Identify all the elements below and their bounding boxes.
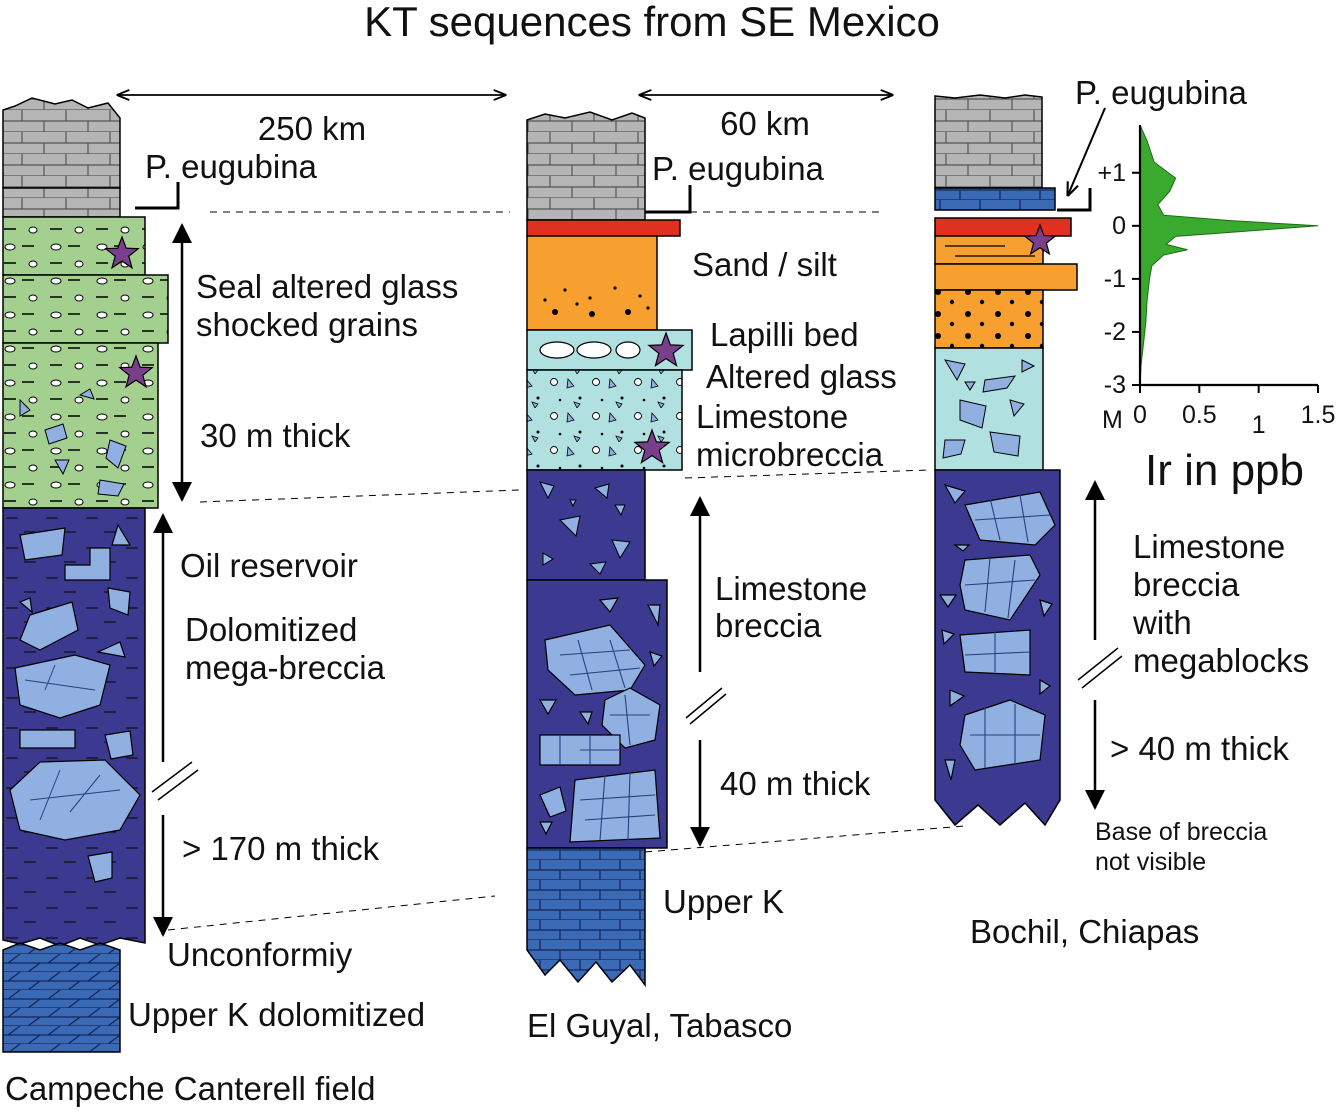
col3-orange-thin xyxy=(934,235,1044,265)
col3-breccia-label-4: megablocks xyxy=(1133,642,1309,679)
col1-site-name: Campeche Canterell field xyxy=(5,1070,376,1107)
col2-limestone-top xyxy=(526,111,646,221)
star-icon xyxy=(633,428,671,464)
iridium-x-label: Ir in ppb xyxy=(1145,446,1304,495)
col1-seal-layer-2 xyxy=(2,274,169,344)
col3-base-note-2: not visible xyxy=(1095,848,1206,876)
col2-micro-label-1: Limestone xyxy=(696,398,848,435)
col3-marker-arrow xyxy=(1068,107,1106,195)
x-tick-label: 1.5 xyxy=(1301,401,1336,429)
col3-orange-ledge xyxy=(934,263,1078,291)
y-tick-label: 0 xyxy=(1112,212,1126,240)
col1-seal-label-2: shocked grains xyxy=(196,306,418,343)
col2-sand-label: Sand / silt xyxy=(692,246,837,283)
col3-thickness: > 40 m thick xyxy=(1110,730,1289,767)
col2-marker-bracket xyxy=(645,185,692,214)
col2-micro-label-2: microbreccia xyxy=(696,436,884,473)
col1-seal-label-1: Seal altered glass xyxy=(196,268,458,305)
col2-breccia-label-1: Limestone xyxy=(715,570,867,607)
col3-breccia-label-3: with xyxy=(1132,604,1192,641)
star-icon xyxy=(647,331,685,367)
col2-base-label: Upper K xyxy=(663,883,784,920)
col1-reservoir-thickness: > 170 m thick xyxy=(182,830,380,867)
col1-reservoir-desc-1: Dolomitized xyxy=(185,611,357,648)
col2-p-eugubina-label: P. eugubina xyxy=(652,150,825,187)
col3-limestone-top xyxy=(934,94,1043,189)
col3-break-mark xyxy=(1077,647,1123,689)
col2-site-name: El Guyal, Tabasco xyxy=(527,1007,792,1044)
col1-upper-k-dolomitized xyxy=(2,942,121,1053)
distance-label-250: 250 km xyxy=(258,110,366,147)
x-tick-label: 0.5 xyxy=(1182,401,1217,429)
col2-red-layer xyxy=(526,219,681,237)
col1-marker-bracket xyxy=(135,182,180,210)
col2-thickness: 40 m thick xyxy=(720,765,871,802)
iridium-chart: +1 0 -1 -2 -3 0 0.5 1 1.5 M Ir in ppb xyxy=(1097,124,1336,495)
y-tick-label: +1 xyxy=(1097,159,1126,187)
col2-break-mark xyxy=(685,687,727,725)
col3-blue-layer xyxy=(934,187,1056,211)
y-tick-label: -3 xyxy=(1104,371,1126,399)
distance-label-60: 60 km xyxy=(720,105,810,142)
col1-reservoir-desc-2: mega-breccia xyxy=(185,649,386,686)
col3-breccia-label-2: breccia xyxy=(1133,566,1240,603)
x-tick-label: 1 xyxy=(1252,411,1266,439)
col1-p-eugubina-label: P. eugubina xyxy=(145,148,318,185)
col1-seal-thickness: 30 m thick xyxy=(200,417,351,454)
column-campeche: P. eugubina Seal altered glass shocked g… xyxy=(2,97,458,1107)
col3-base-note-1: Base of breccia xyxy=(1095,818,1267,846)
y-tick-label: -2 xyxy=(1104,318,1126,346)
col1-base-label: Upper K dolomitized xyxy=(128,996,425,1033)
correlation-lines xyxy=(167,211,966,931)
page-title: KT sequences from SE Mexico xyxy=(364,0,940,45)
column-el-guyal: P. eugubina Sand / silt Lapilli bed Alte… xyxy=(526,111,897,1044)
iridium-y-unit: M xyxy=(1102,406,1123,434)
col1-reservoir-label: Oil reservoir xyxy=(180,547,358,584)
x-tick-label: 0 xyxy=(1133,401,1147,429)
col3-orange-dots xyxy=(934,289,1044,349)
col1-unconformity-label: Unconformiy xyxy=(167,936,353,973)
col2-upper-k xyxy=(526,847,646,988)
col3-red-layer xyxy=(934,217,1072,237)
col2-breccia-label-2: breccia xyxy=(715,607,822,644)
y-tick-label: -1 xyxy=(1104,265,1126,293)
star-icon xyxy=(1023,223,1057,256)
col1-limestone-base xyxy=(2,187,121,218)
col1-limestone-top xyxy=(2,97,121,189)
column-bochil: P. eugubina Limestone breccia with megab… xyxy=(934,74,1309,950)
col3-marker-bracket xyxy=(1057,188,1092,212)
col1-break-mark xyxy=(151,761,199,801)
col3-p-eugubina-label: P. eugubina xyxy=(1075,74,1248,111)
star-icon xyxy=(118,354,154,389)
col2-glass-label: Altered glass xyxy=(706,358,897,395)
col1-breccia-blocks xyxy=(9,523,141,883)
col2-limestone-microbreccia xyxy=(526,369,683,471)
col3-breccia-label-1: Limestone xyxy=(1133,528,1285,565)
col2-lapilli-label: Lapilli bed xyxy=(710,316,859,353)
iridium-profile-area xyxy=(1139,124,1319,386)
star-icon xyxy=(104,235,140,270)
col3-site-name: Bochil, Chiapas xyxy=(970,913,1199,950)
col1-seal-fragments xyxy=(19,388,127,497)
